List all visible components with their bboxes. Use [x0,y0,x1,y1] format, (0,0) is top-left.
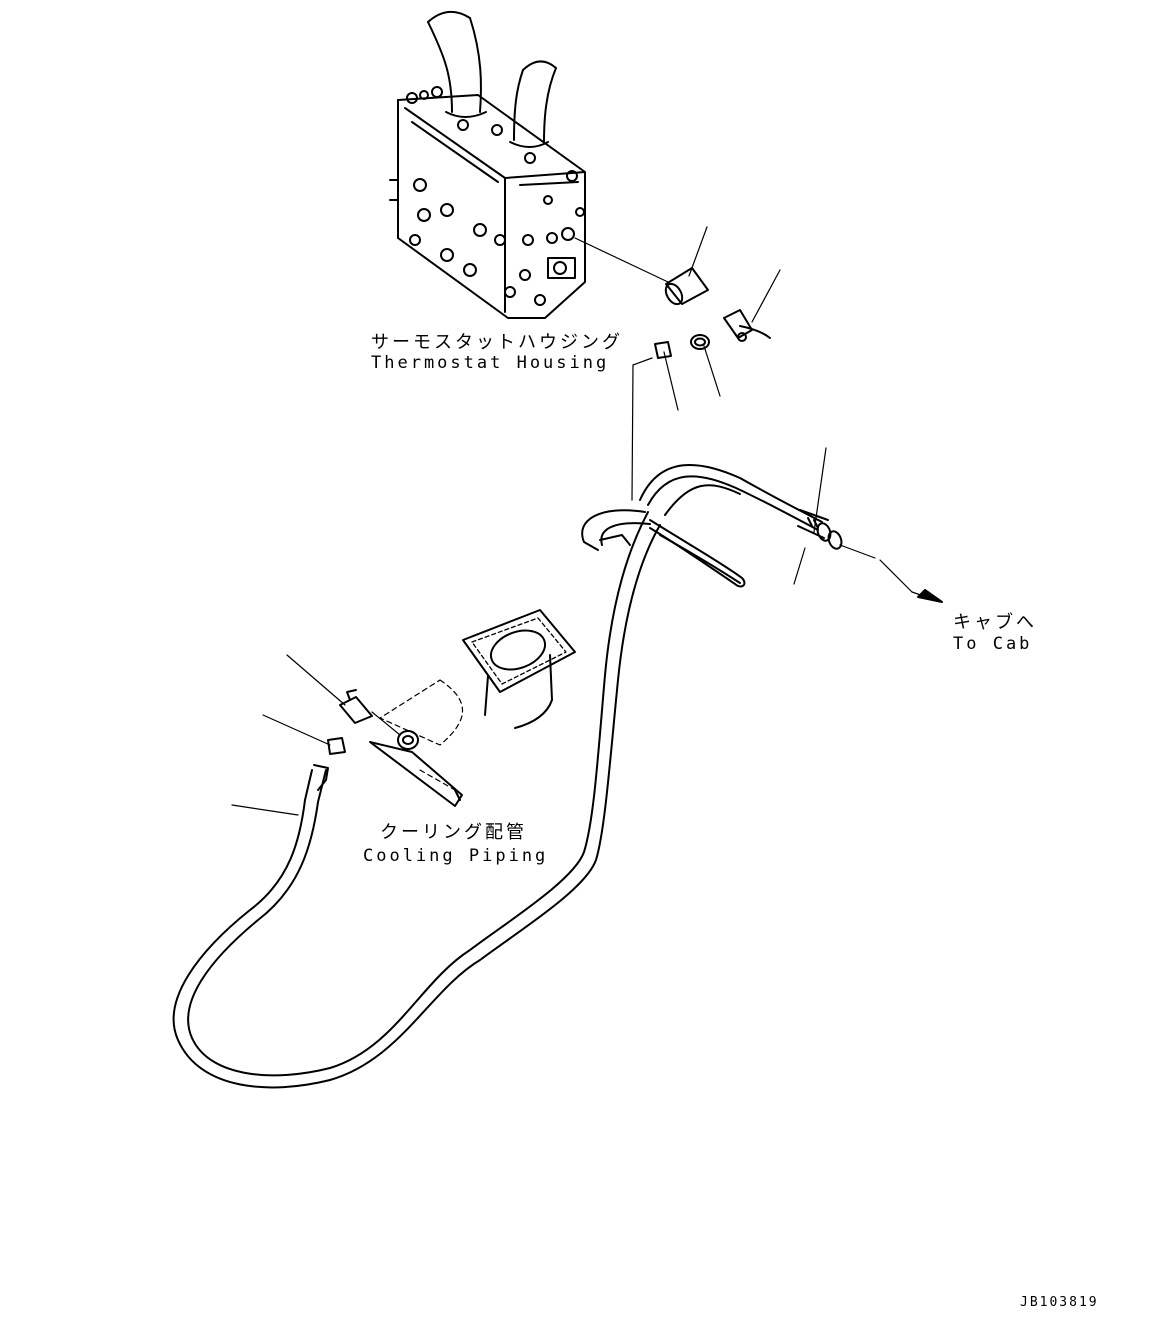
to-cab-label-en: To Cab [953,634,1033,654]
heater-hose-upper [581,463,843,588]
to-cab-label-ja: キャブへ [953,612,1037,633]
adapter-fitting [664,267,709,306]
thermostat-housing-label-en: Thermostat Housing [371,353,610,373]
hose-end-lower [313,764,329,791]
thermostat-housing-label-ja: サーモスタットハウジング [371,332,623,353]
cooling-piping-label-ja: クーリング配管 [380,822,527,843]
drawing-number: JB103819 [1020,1295,1099,1310]
leader-lines-upper [631,226,827,585]
to-cab-arrow [917,589,943,603]
hose-clamp-upper [723,309,771,342]
cooling-piping-label-en: Cooling Piping [363,846,549,866]
plug-lower [327,737,346,755]
thermostat-housing-drawing [389,11,586,319]
leader-lines-lower [231,654,401,816]
clip-ring [690,334,710,350]
heater-hose-long [172,511,661,1089]
cooling-piping-drawing [369,609,576,807]
hose-clamp-lower [339,689,373,724]
plug-fitting [654,341,672,359]
to-cab-line [839,544,913,593]
